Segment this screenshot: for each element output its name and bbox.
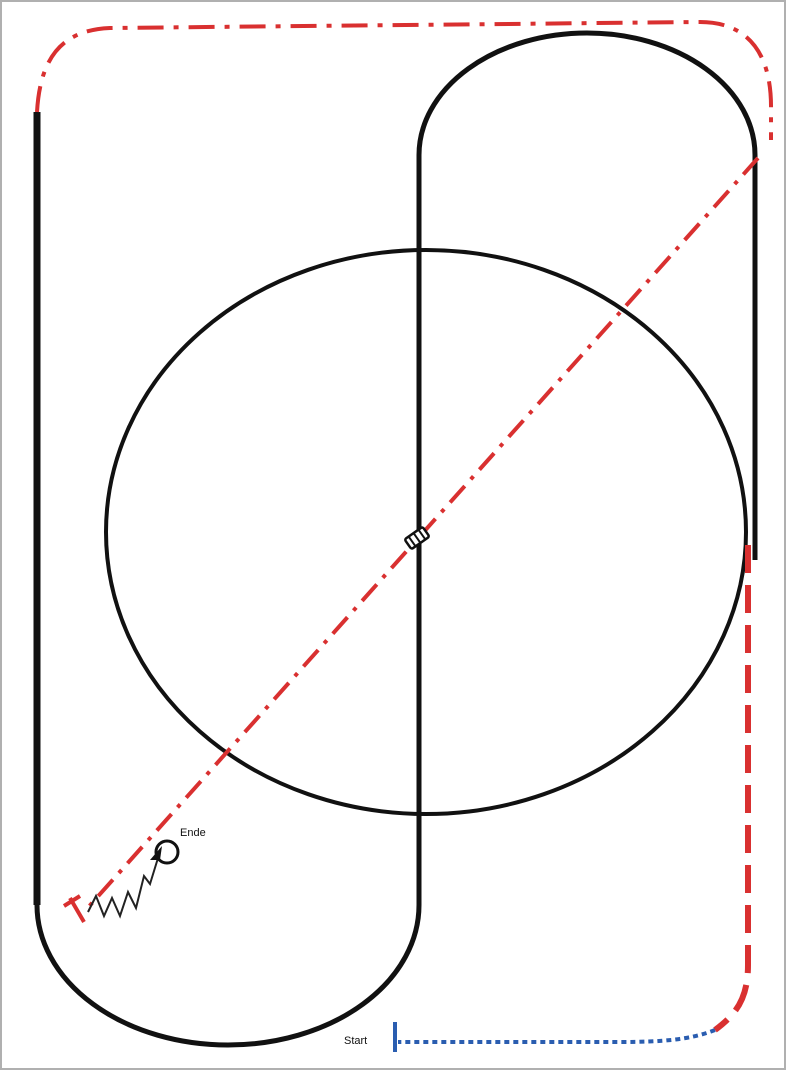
end-label: Ende — [180, 827, 206, 839]
zigzag-connector — [87, 857, 159, 919]
end-point-circle — [154, 839, 180, 865]
start-label: Start — [344, 1035, 368, 1047]
end-arrow-icon — [150, 846, 162, 860]
vehicle-icon — [404, 526, 430, 550]
track-central-circle — [104, 248, 748, 816]
track-bottom-loop — [34, 904, 422, 1048]
end-bracket-marker — [62, 894, 86, 924]
route-blue-start — [398, 1028, 716, 1044]
route-red-outer — [35, 19, 774, 140]
track-top-loop — [416, 30, 758, 156]
route-red-right-descent — [713, 545, 751, 1033]
